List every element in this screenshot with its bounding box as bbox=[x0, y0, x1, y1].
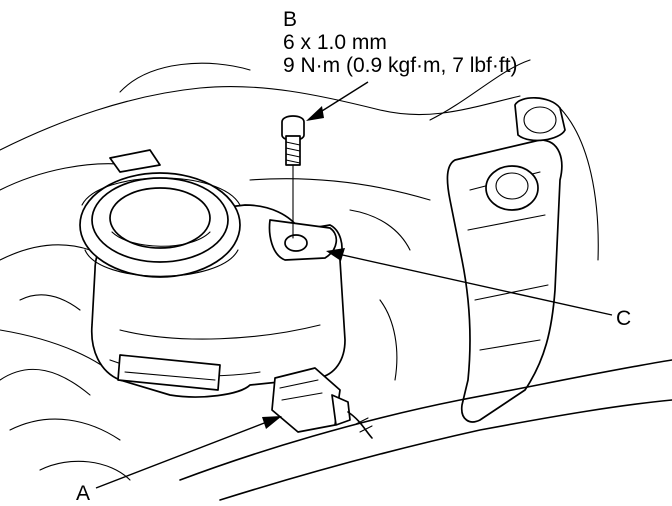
callout-a-letter: A bbox=[76, 482, 91, 505]
throttle-body bbox=[79, 149, 346, 398]
engine-mount-bracket bbox=[446, 97, 599, 423]
mount-bolt-head bbox=[485, 165, 539, 211]
tp-sensor-connector bbox=[271, 367, 373, 439]
callout-b-label: B 6 x 1.0 mm 9 N·m (0.9 kgf·m, 7 lbf·ft) bbox=[283, 8, 518, 77]
callout-b-torque-spec: 9 N·m (0.9 kgf·m, 7 lbf·ft) bbox=[283, 54, 518, 77]
bolt-head bbox=[281, 115, 305, 142]
callout-b-leader bbox=[306, 81, 369, 121]
engine-bay-outline bbox=[0, 59, 531, 481]
callout-a-leader bbox=[95, 416, 282, 489]
bolt-hole bbox=[284, 234, 308, 252]
vacuum-fitting bbox=[109, 149, 161, 173]
flange-bolt bbox=[281, 115, 305, 239]
callout-b-letter: B bbox=[283, 8, 298, 31]
throttle-bore bbox=[109, 187, 211, 249]
callout-c-leader bbox=[326, 248, 613, 316]
callout-c-letter: C bbox=[616, 307, 632, 330]
callout-b-bolt-size: 6 x 1.0 mm bbox=[283, 31, 387, 54]
